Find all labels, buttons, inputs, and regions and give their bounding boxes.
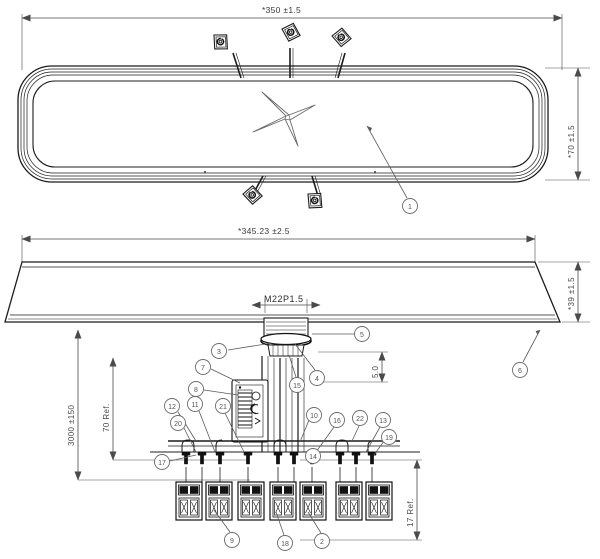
housing-outline-elevation <box>4 261 561 323</box>
balloon-11-text: 11 <box>191 402 198 409</box>
dim-thread-depth: 5.0 <box>318 351 388 383</box>
dim-body-height-text: *39 ±1.5 <box>567 277 576 310</box>
balloon-18: 18 <box>275 511 293 551</box>
dim-thread-depth-text: 5.0 <box>371 366 380 378</box>
balloon-6-text: 6 <box>518 368 522 375</box>
balloon-17-text: 17 <box>158 460 166 467</box>
balloon-15-text: 15 <box>293 383 301 390</box>
plan-terminal-3 <box>329 25 354 79</box>
dim-cable-length: 3000 ±150 <box>67 329 250 481</box>
balloon-3-text: 3 <box>217 349 221 356</box>
dim-overall-length-text: *350 ±1.5 <box>262 5 301 15</box>
balloon-13: 13 <box>365 412 391 453</box>
dim-body-height: *39 ±1.5 <box>538 261 590 323</box>
balloon-9-text: 9 <box>230 538 234 545</box>
dim-body-length: *345.23 ±2.5 <box>21 226 536 262</box>
balloon-9: 9 <box>213 509 240 548</box>
balloon-8: 8 <box>188 381 239 397</box>
balloon-8-text: 8 <box>194 387 198 394</box>
balloon-10-text: 10 <box>310 413 318 420</box>
balloon-5: 5 <box>312 326 370 342</box>
dim-overall-length: *350 ±1.5 <box>21 5 563 70</box>
balloon-6: 6 <box>512 329 541 378</box>
balloon-16-text: 16 <box>333 418 341 425</box>
balloon-20: 20 <box>170 415 197 453</box>
balloon-2-text: 2 <box>320 539 324 546</box>
center-star-marking <box>252 91 316 147</box>
balloon-5-text: 5 <box>360 332 364 339</box>
balloon-18-text: 18 <box>281 541 289 548</box>
plan-terminal-4 <box>240 175 267 207</box>
dim-gland-ref-text: 70 Ref. <box>102 403 111 432</box>
balloon-11: 11 <box>187 396 216 453</box>
balloon-21-text: 21 <box>219 404 227 411</box>
balloon-12: 12 <box>164 398 197 442</box>
balloon-15: 15 <box>288 354 305 393</box>
dim-conn-ref-text: 17 Ref. <box>406 498 415 527</box>
plan-terminal-1 <box>209 30 245 79</box>
balloon-2: 2 <box>307 511 330 549</box>
pin-row <box>181 451 377 465</box>
thread-callout-m22: M22P1.5 <box>251 294 321 313</box>
balloon-7-text: 7 <box>201 365 205 372</box>
balloon-13-text: 13 <box>379 418 387 425</box>
cable-gland <box>260 317 312 357</box>
elevation-view: *345.23 ±2.5 M22P1.5 *39 ±1.5 <box>4 226 590 383</box>
housing-outline-plan <box>17 65 549 183</box>
balloon-20-text: 20 <box>174 421 182 428</box>
connector-leads <box>185 467 373 482</box>
balloon-3: 3 <box>211 342 273 359</box>
connector-blocks <box>175 481 393 521</box>
datum-dot-left <box>204 171 206 173</box>
dim-gland-ref: 70 Ref. <box>102 357 250 461</box>
balloon-4-text: 4 <box>315 376 319 383</box>
plan-terminal-5 <box>303 175 327 213</box>
balloon-17: 17 <box>154 454 197 470</box>
balloon-21: 21 <box>215 398 245 453</box>
dim-overall-width-text: *70 ±1.5 <box>567 125 576 158</box>
balloon-1: 1 <box>366 125 418 214</box>
balloon-12-text: 12 <box>168 404 176 411</box>
balloon-22: 22 <box>351 410 368 442</box>
balloon-22-text: 22 <box>356 416 364 423</box>
balloon-19-text: 19 <box>385 435 393 442</box>
dim-body-length-text: *345.23 ±2.5 <box>238 226 290 236</box>
dim-overall-width: *70 ±1.5 <box>545 67 590 181</box>
thread-callout-text: M22P1.5 <box>264 294 304 304</box>
datum-dot-right <box>374 171 376 173</box>
balloon-19: 19 <box>373 429 397 456</box>
balloon-4: 4 <box>294 343 325 386</box>
balloon-14-text: 14 <box>309 454 317 461</box>
balloon-14: 14 <box>305 448 321 464</box>
balloon-10: 10 <box>299 407 322 443</box>
harness-detail: 3000 ±150 70 Ref. 17 Ref. <box>67 329 422 551</box>
balloon-16: 16 <box>315 412 345 453</box>
plan-view: *350 ±1.5 <box>17 5 590 214</box>
product-label-tag <box>231 379 269 443</box>
balloon-1-text: 1 <box>408 204 412 211</box>
plan-terminal-2 <box>280 21 302 78</box>
balloon-7: 7 <box>195 359 241 384</box>
dim-cable-length-text: 3000 ±150 <box>67 404 76 446</box>
